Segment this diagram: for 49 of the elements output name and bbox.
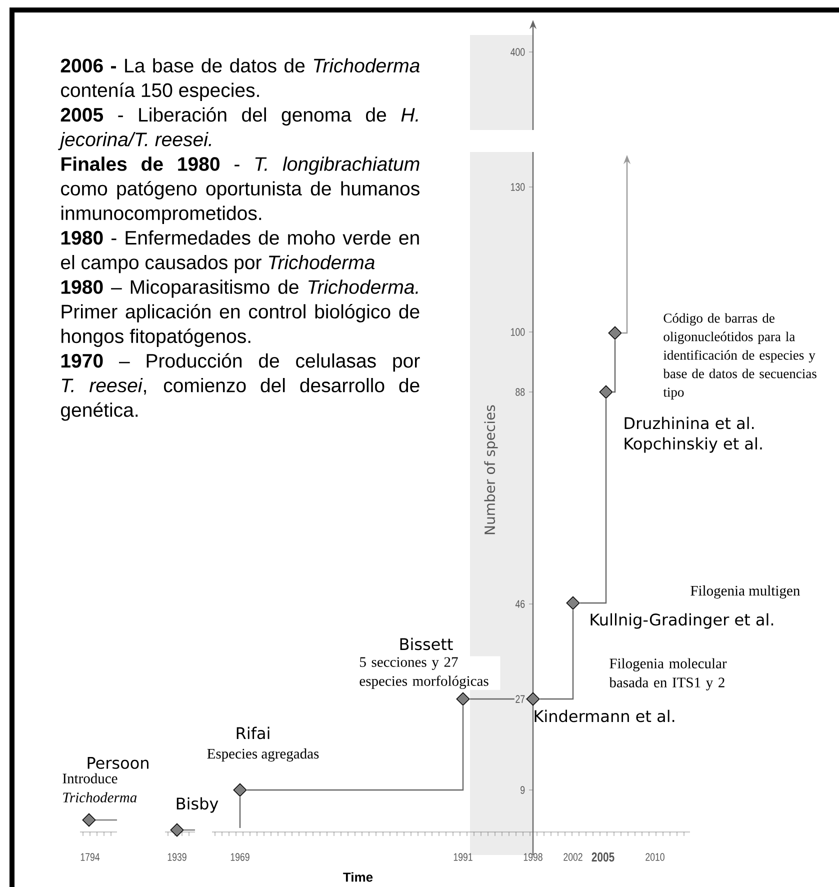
tick-label: 1794 xyxy=(80,853,100,861)
step-line xyxy=(612,340,616,393)
author-label: Druzhinina et al. xyxy=(624,416,754,430)
description-text: Código de barras de oligonucleótidos para la identificación de especies y base de datos de secuencias tipo xyxy=(663,313,816,400)
tick-label: 1998 xyxy=(524,853,542,861)
author-label: Kindermann et al. xyxy=(534,710,674,722)
tick-label: 100 xyxy=(510,327,526,337)
author-label: Bissett xyxy=(400,638,453,650)
step-line xyxy=(580,398,607,604)
tick-label: 88 xyxy=(514,387,526,397)
diamond-marker xyxy=(599,385,613,399)
text-paragraph: 1980 - Enfermedades de moho verde en el campo causados por Trichoderma xyxy=(61,230,419,274)
tick-label: 2002 xyxy=(564,853,582,861)
tick-label: 1939 xyxy=(168,853,186,861)
text-paragraph: Finales de 1980 - T. longibrachiatum como patógeno oportunista de humanos inmunocomprometidos. xyxy=(61,156,420,224)
diamond-marker xyxy=(456,692,470,706)
author-label: Persoon xyxy=(88,757,148,769)
description-text: Especies agregadas xyxy=(207,748,319,762)
diamond-marker xyxy=(566,596,580,610)
description-text: 5 secciones y 27 especies morfológicas xyxy=(358,656,500,690)
axis-title: Time xyxy=(343,872,373,882)
description-text: Filogenia molecular basada en ITS1 y 2 xyxy=(609,658,727,690)
diamond-marker xyxy=(608,326,622,340)
step-line xyxy=(540,610,574,700)
text-paragraph: 1980 – Micoparasitismo de Trichoderma. Primer aplicación en control biológico de hongos fitopatógenos. xyxy=(61,280,420,347)
text-paragraph: 2005 - Liberación del genoma de H. jecorina/T. reesei. xyxy=(58,107,418,150)
diamond-marker xyxy=(170,823,184,837)
text-paragraph: 2006 - La base de datos de Trichoderma contenía 150 especies. xyxy=(60,58,420,101)
author-label: Kopchinskiy et al. xyxy=(624,437,762,453)
step-line xyxy=(246,706,464,791)
tick-label: 400 xyxy=(510,47,526,57)
author-label: Bisby xyxy=(176,797,218,813)
author-label: Kullnig-Gradinger et al. xyxy=(590,613,774,629)
tick-label: 46 xyxy=(514,599,526,609)
tick-label: 130 xyxy=(510,182,526,192)
description-text: Introduce Trichoderma xyxy=(62,773,137,802)
diamond-marker xyxy=(526,692,540,706)
diamond-marker xyxy=(233,783,247,797)
tick-label: 2005 xyxy=(592,852,614,862)
tick-label: 1991 xyxy=(454,853,472,861)
diamond-marker xyxy=(82,813,96,827)
text-paragraph: 1970 – Producción de celulasas por T. reesei, comienzo del desarrollo de genética. xyxy=(61,353,420,421)
tick-label: 27 xyxy=(514,694,526,704)
step-line xyxy=(239,796,241,828)
tick-label: 1969 xyxy=(230,853,250,861)
tick-label: 2010 xyxy=(646,853,664,861)
author-label: Rifai xyxy=(236,726,270,740)
axis-title: Number of species xyxy=(484,405,498,534)
description-text: Filogenia multigen xyxy=(690,585,800,599)
